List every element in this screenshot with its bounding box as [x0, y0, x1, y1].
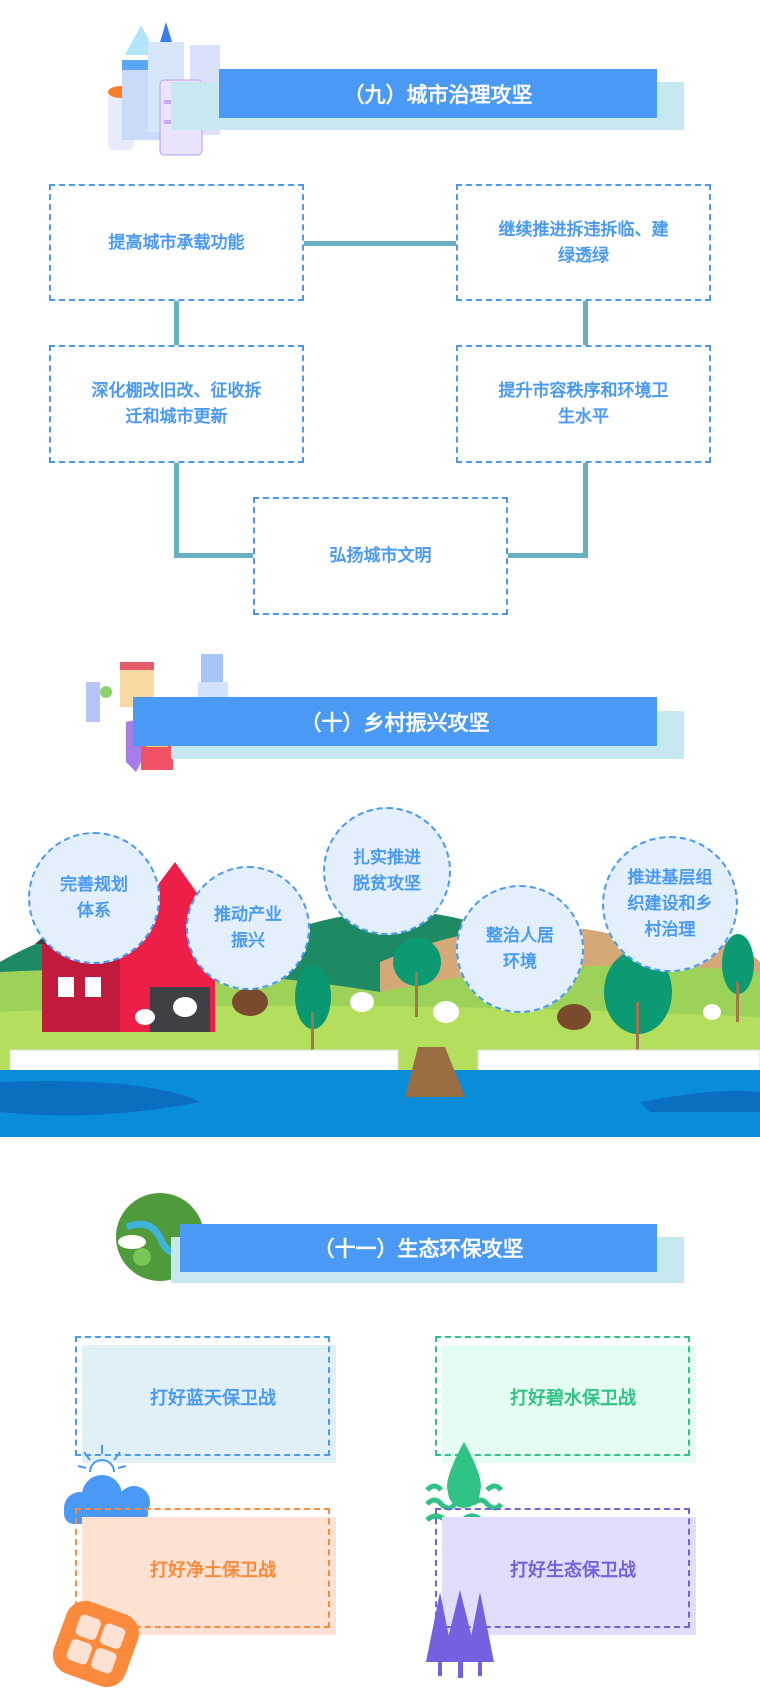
card-bg	[82, 1345, 336, 1463]
card-ecology	[435, 1508, 690, 1628]
connector	[508, 553, 588, 558]
wooden-pier	[405, 1047, 465, 1097]
card-bg	[442, 1345, 696, 1463]
card-label: 打好碧水保卫战	[510, 1388, 636, 1409]
animals	[135, 988, 721, 1030]
bubble-industry-revival: 推动产业振兴	[186, 866, 310, 990]
box-city-appearance: 提升市容秩序和环境卫生水平	[456, 345, 711, 463]
section10-title: （十）乡村振兴攻坚	[133, 697, 657, 746]
connector	[174, 463, 179, 558]
fence	[9, 1049, 760, 1073]
trees	[295, 934, 754, 1062]
connector	[583, 463, 588, 558]
card-label: 打好生态保卫战	[510, 1560, 636, 1581]
card-label: 打好蓝天保卫战	[150, 1388, 276, 1409]
soil-icon	[52, 1600, 140, 1688]
section9-title: （九）城市治理攻坚	[219, 69, 657, 118]
bubble-grassroots-governance: 推进基层组织建设和乡村治理	[602, 836, 738, 972]
connector	[583, 301, 588, 345]
card-clear-water	[435, 1336, 690, 1456]
connector	[174, 553, 254, 558]
box-demolish-illegal: 继续推进拆违拆临、建绿透绿	[456, 184, 711, 301]
card-clean-soil	[75, 1508, 330, 1628]
card-blue-sky	[75, 1336, 330, 1456]
box-urban-capacity: 提高城市承载功能	[49, 184, 304, 301]
bubble-living-environment: 整治人居环境	[456, 885, 584, 1013]
box-civilization: 弘扬城市文明	[253, 497, 508, 615]
bubble-planning-system: 完善规划体系	[28, 832, 160, 964]
box-shantytown-renewal: 深化棚改旧改、征收拆迁和城市更新	[49, 345, 304, 463]
connector	[304, 241, 456, 246]
bubble-poverty-alleviation: 扎实推进脱贫攻坚	[323, 807, 451, 935]
connector	[174, 301, 179, 345]
card-label: 打好净土保卫战	[150, 1560, 276, 1581]
trees-icon	[426, 1590, 494, 1678]
section11-title: （十一）生态环保攻坚	[180, 1224, 657, 1272]
